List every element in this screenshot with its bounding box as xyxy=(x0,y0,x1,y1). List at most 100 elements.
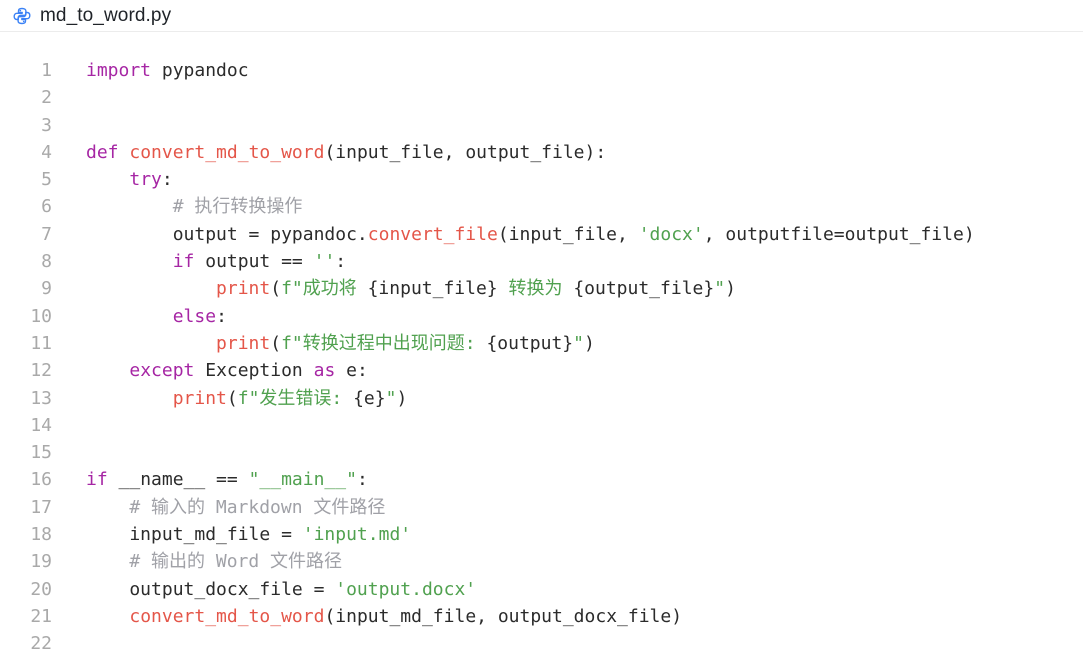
code-token-plain: ( xyxy=(270,278,282,300)
code-token-plain xyxy=(86,196,173,217)
code-line[interactable]: 17 # 输入的 Markdown 文件路径 xyxy=(0,494,1083,521)
code-token-string: '' xyxy=(313,251,336,273)
line-number: 14 xyxy=(30,414,52,436)
line-content: # 输出的 Word 文件路径 xyxy=(86,548,342,575)
code-line[interactable]: 6 # 执行转换操作 xyxy=(0,193,1083,220)
code-token-plain: ) xyxy=(725,278,736,300)
code-token-function: print xyxy=(216,278,271,300)
code-token-plain: e: xyxy=(335,360,368,382)
code-line[interactable]: 5 try: xyxy=(0,166,1083,193)
code-token-keyword: import xyxy=(86,60,152,81)
code-token-plain xyxy=(119,142,130,163)
line-content: print(f"转换过程中出现问题: {output}") xyxy=(86,330,595,357)
code-token-plain: output == xyxy=(194,251,314,273)
code-line[interactable]: 2 xyxy=(0,84,1083,111)
line-number: 9 xyxy=(41,278,52,300)
line-content: input_md_file = 'input.md' xyxy=(86,521,411,548)
code-token-keyword: if xyxy=(172,251,195,273)
code-token-plain: : xyxy=(335,251,347,273)
code-token-plain xyxy=(86,551,129,572)
code-line[interactable]: 22 xyxy=(0,630,1083,657)
line-content: import pypandoc xyxy=(86,57,249,84)
code-token-plain xyxy=(86,251,173,272)
code-token-plain: (input_md_file, output_docx_file) xyxy=(324,605,683,627)
code-token-string: f"转换过程中出现问题: xyxy=(281,332,487,354)
file-name: md_to_word.py xyxy=(40,4,172,26)
line-number: 16 xyxy=(30,469,52,491)
code-line[interactable]: 8 if output == '': xyxy=(0,248,1083,275)
code-line[interactable]: 14 xyxy=(0,412,1083,439)
code-token-plain xyxy=(86,388,173,409)
line-number: 20 xyxy=(30,578,52,600)
code-token-string: "__main__" xyxy=(248,469,357,491)
code-line[interactable]: 12 except Exception as e: xyxy=(0,357,1083,384)
line-content: else: xyxy=(86,303,227,330)
line-content: try: xyxy=(86,166,173,193)
line-number: 6 xyxy=(41,196,52,218)
line-number: 8 xyxy=(41,251,52,273)
code-token-keyword: else xyxy=(172,305,217,327)
code-line[interactable]: 15 xyxy=(0,439,1083,466)
code-token-function: print xyxy=(216,332,271,354)
code-token-function: print xyxy=(172,387,227,409)
code-token-plain: (input_file, xyxy=(497,223,639,245)
code-line[interactable]: 19 # 输出的 Word 文件路径 xyxy=(0,548,1083,575)
code-token-plain: {output} xyxy=(486,332,574,354)
code-line[interactable]: 3 xyxy=(0,112,1083,139)
code-token-plain: output_docx_file = xyxy=(86,578,336,600)
code-token-keyword: try xyxy=(129,169,162,191)
code-token-plain xyxy=(86,278,216,299)
code-line[interactable]: 21 convert_md_to_word(input_md_file, out… xyxy=(0,603,1083,630)
code-token-plain: : xyxy=(161,169,173,191)
code-token-plain: {output_file} xyxy=(573,278,715,300)
line-number: 11 xyxy=(30,332,52,354)
code-token-plain: : xyxy=(216,305,227,327)
code-token-keyword: except xyxy=(129,360,195,382)
line-number: 13 xyxy=(30,387,52,409)
file-header: md_to_word.py xyxy=(0,0,1083,32)
line-number: 7 xyxy=(41,223,52,245)
line-number: 3 xyxy=(41,114,52,136)
code-token-plain: output = pypandoc. xyxy=(86,223,368,245)
code-token-plain: {e} xyxy=(353,387,386,409)
code-token-plain xyxy=(86,606,129,627)
code-token-plain: (input_file, output_file): xyxy=(324,141,607,163)
code-token-plain xyxy=(86,333,216,354)
code-token-string: 'output.docx' xyxy=(335,578,477,600)
code-token-plain: input_md_file = xyxy=(86,524,303,546)
code-token-string: 'docx' xyxy=(638,223,704,245)
code-token-plain xyxy=(86,169,129,190)
code-token-function: convert_md_to_word xyxy=(129,141,325,163)
code-token-function: convert_file xyxy=(367,223,498,245)
code-line[interactable]: 9 print(f"成功将 {input_file} 转换为 {output_f… xyxy=(0,275,1083,302)
code-token-comment: # 执行转换操作 xyxy=(172,196,303,218)
code-line[interactable]: 13 print(f"发生错误: {e}") xyxy=(0,385,1083,412)
code-token-keyword: if xyxy=(86,469,108,491)
code-token-plain: Exception xyxy=(194,360,314,382)
code-token-function: convert_md_to_word xyxy=(129,605,325,627)
code-token-plain: ( xyxy=(226,387,238,409)
line-number: 21 xyxy=(30,605,52,627)
line-content: except Exception as e: xyxy=(86,357,368,384)
code-line[interactable]: 18 input_md_file = 'input.md' xyxy=(0,521,1083,548)
code-token-string: 'input.md' xyxy=(302,524,412,546)
code-token-keyword: def xyxy=(86,141,119,163)
code-token-plain: pypandoc xyxy=(151,60,249,81)
line-number: 22 xyxy=(30,633,52,655)
line-content: def convert_md_to_word(input_file, outpu… xyxy=(86,139,606,166)
code-line[interactable]: 11 print(f"转换过程中出现问题: {output}") xyxy=(0,330,1083,357)
code-token-plain: {input_file} xyxy=(367,278,498,300)
code-token-string: " xyxy=(573,332,584,354)
code-token-string: f"发生错误: xyxy=(237,387,354,409)
code-line[interactable]: 7 output = pypandoc.convert_file(input_f… xyxy=(0,221,1083,248)
code-token-plain xyxy=(86,360,129,381)
line-number: 5 xyxy=(41,169,52,191)
code-token-string: " xyxy=(714,278,726,300)
code-token-plain: ) xyxy=(396,387,408,409)
code-line[interactable]: 20 output_docx_file = 'output.docx' xyxy=(0,576,1083,603)
code-line[interactable]: 10 else: xyxy=(0,303,1083,330)
